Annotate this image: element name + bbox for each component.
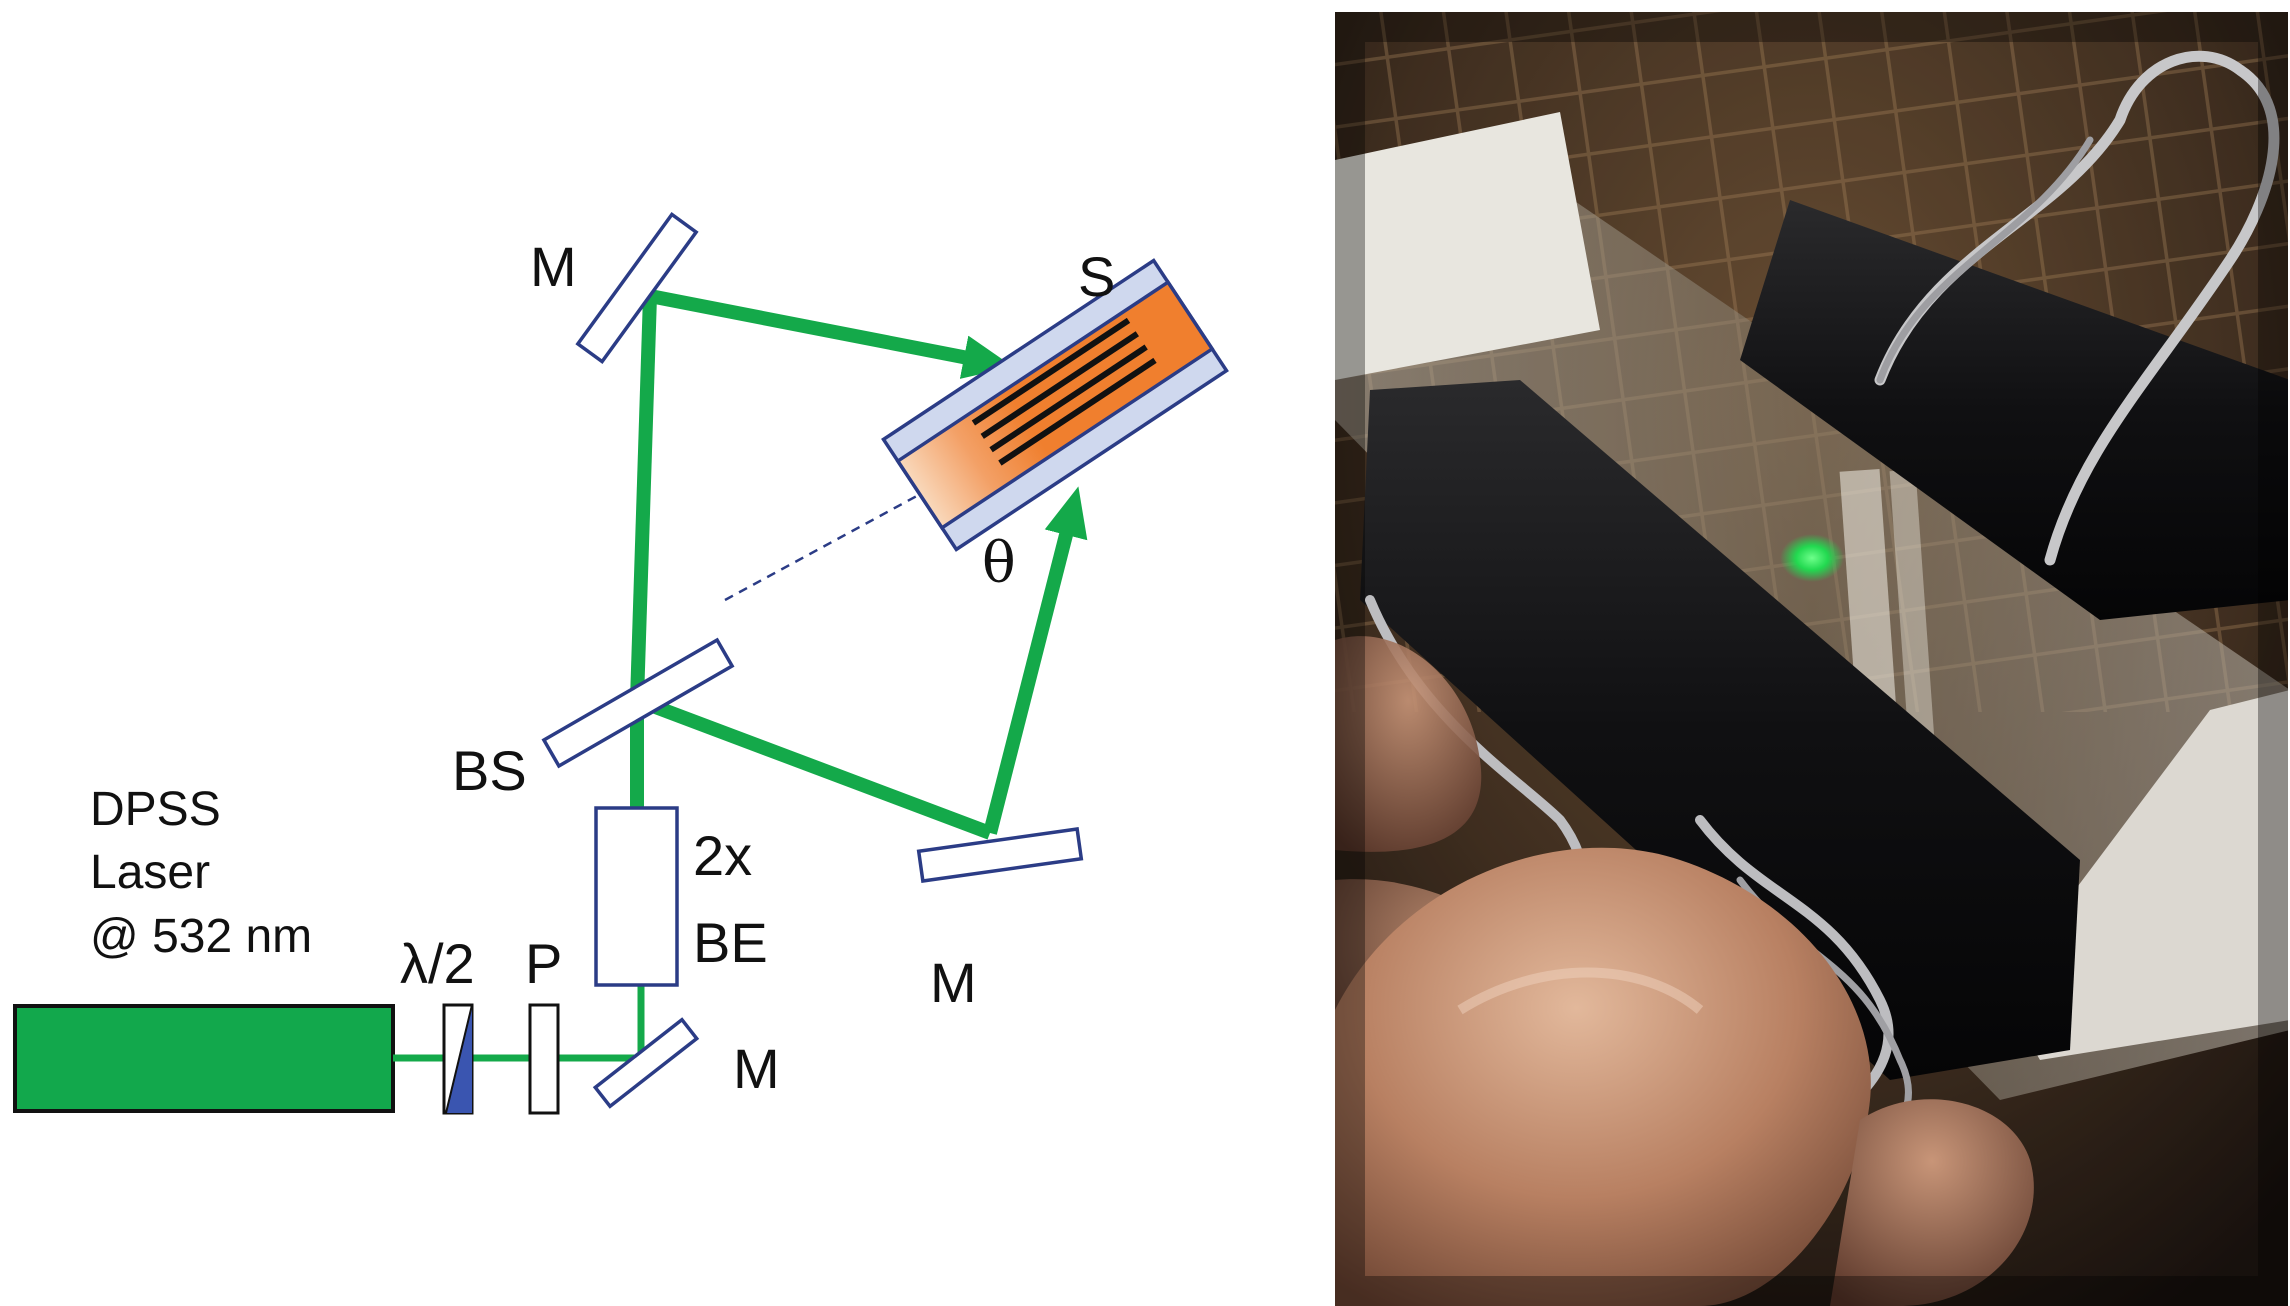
binder-clip-bottom	[1360, 380, 2080, 1080]
grating-line	[989, 344, 1148, 453]
beam-bs-to-top-mirror	[630, 295, 657, 701]
label-mirror-top: M	[530, 235, 577, 298]
mirror-bottom	[592, 1017, 700, 1109]
grating-line	[998, 357, 1157, 466]
slide-end-left	[1335, 112, 1600, 380]
halfwave-plate	[442, 1003, 474, 1115]
beam-expander	[594, 806, 679, 987]
beam-right-mirror-to-sample	[983, 486, 1088, 835]
binder-clip-top	[1740, 200, 2288, 620]
label-expander-line1: 2x	[693, 824, 752, 887]
mirror-top	[575, 212, 699, 364]
sample	[881, 258, 1229, 552]
label-laser-line3: @ 532 nm	[90, 910, 312, 963]
laser-source	[13, 1004, 395, 1113]
sample-photograph	[1335, 12, 2288, 1306]
laser-spot	[1780, 534, 1844, 582]
beam-splitter	[541, 637, 735, 769]
label-halfwave: λ/2	[400, 932, 475, 995]
label-laser-line2: Laser	[90, 846, 210, 899]
label-beam-splitter: BS	[452, 739, 527, 802]
label-mirror-right: M	[930, 951, 977, 1014]
mirror-right	[916, 827, 1084, 883]
label-sample: S	[1078, 245, 1115, 308]
beam-bs-to-right-mirror	[634, 693, 993, 840]
optical-setup-diagram: M S θ BS DPSS Laser @ 532 nm 2x BE M M λ…	[13, 212, 1229, 1115]
label-mirror-bottom: M	[733, 1037, 780, 1100]
polarizer	[528, 1003, 560, 1115]
label-polarizer: P	[525, 932, 562, 995]
beam-top-mirror-to-sample	[648, 289, 1014, 379]
thumb	[1335, 847, 1871, 1306]
finger	[1830, 1099, 2034, 1306]
label-expander-line2: BE	[693, 911, 768, 974]
grating-line	[980, 331, 1139, 439]
grating-line	[971, 317, 1131, 426]
label-laser-line1: DPSS	[90, 783, 221, 836]
finger	[1335, 636, 1482, 852]
beam-thin-input	[393, 985, 645, 1062]
label-angle: θ	[982, 531, 1016, 596]
